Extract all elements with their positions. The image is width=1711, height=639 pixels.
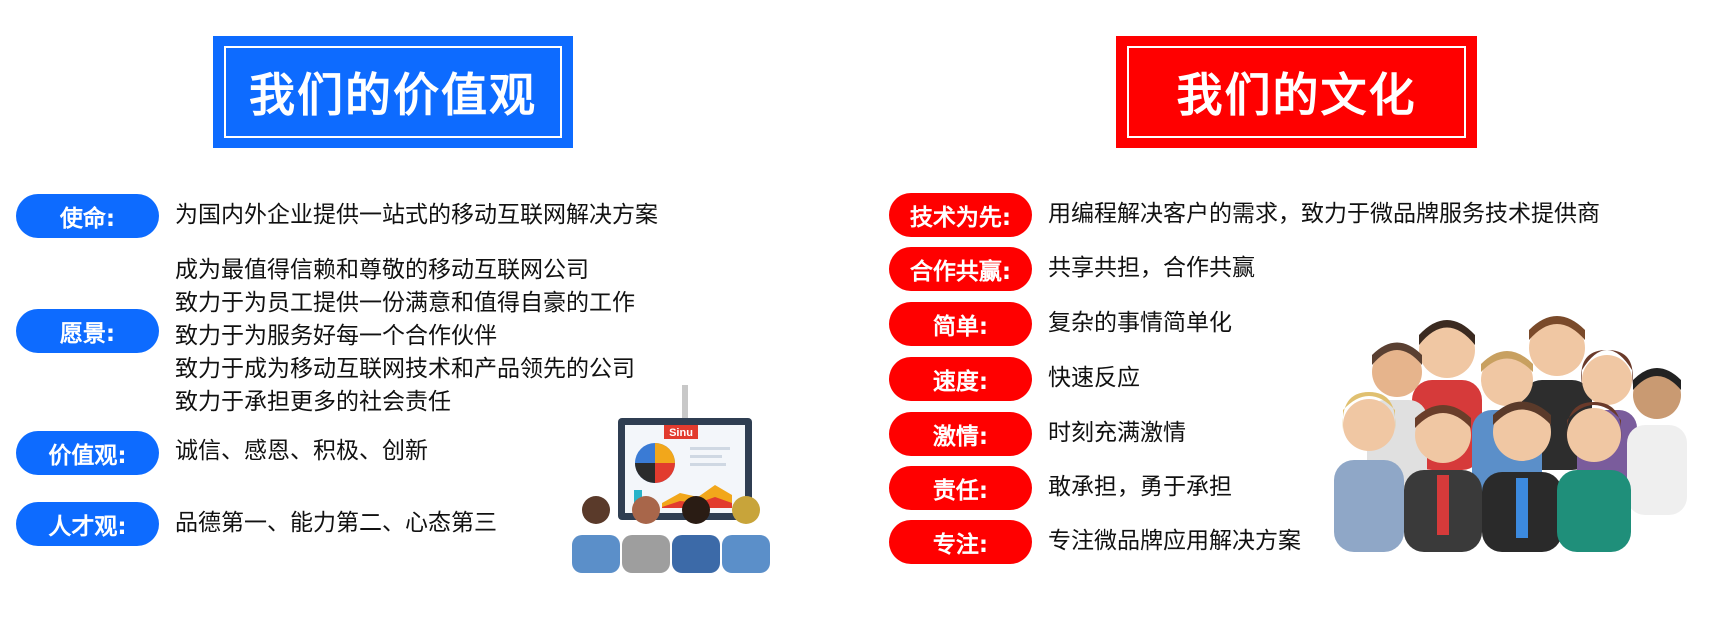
vision-line-2: 致力于为员工提供一份满意和值得自豪的工作 [175,290,635,316]
talent-label: 人才观: [16,502,159,546]
team-illustration [1334,316,1687,552]
culture-focus-text: 专注微品牌应用解决方案 [1048,528,1301,554]
culture-speed-label: 速度: [889,357,1032,401]
culture-passion-text: 时刻充满激情 [1048,420,1186,446]
vision-line-4: 致力于成为移动互联网技术和产品领先的公司 [175,356,635,382]
culture-tech-text: 用编程解决客户的需求，致力于微品牌服务技术提供商 [1048,201,1600,227]
culture-title-banner: 我们的文化 [1116,36,1477,148]
culture-simple-text: 复杂的事情简单化 [1048,310,1232,336]
mission-text: 为国内外企业提供一站式的移动互联网解决方案 [175,202,658,228]
culture-title: 我们的文化 [1176,68,1417,122]
values-text: 诚信、感恩、积极、创新 [175,438,428,464]
culture-speed-text: 快速反应 [1048,365,1140,391]
culture-winwin-label: 合作共赢: [889,247,1032,291]
vision-label: 愿景: [16,309,159,353]
vision-line-1: 成为最值得信赖和尊敬的移动互联网公司 [175,257,589,283]
culture-winwin-text: 共享共担，合作共赢 [1048,255,1255,281]
culture-simple-label: 简单: [889,302,1032,346]
culture-passion-label: 激情: [889,412,1032,456]
values-title: 我们的价值观 [249,68,537,122]
culture-responsibility-text: 敢承担，勇于承担 [1048,474,1232,500]
culture-responsibility-label: 责任: [889,466,1032,510]
values-label: 价值观: [16,431,159,475]
culture-tech-label: 技术为先: [889,193,1032,237]
vision-line-5: 致力于承担更多的社会责任 [175,389,451,415]
sinu-logo-text: Sinu [669,427,693,439]
vision-line-3: 致力于为服务好每一个合作伙伴 [175,323,497,349]
values-title-banner: 我们的价值观 [213,36,573,148]
mission-label: 使命: [16,194,159,238]
culture-focus-label: 专注: [889,520,1032,564]
presentation-illustration: Sinu [572,385,770,573]
talent-text: 品德第一、能力第二、心态第三 [175,510,497,536]
